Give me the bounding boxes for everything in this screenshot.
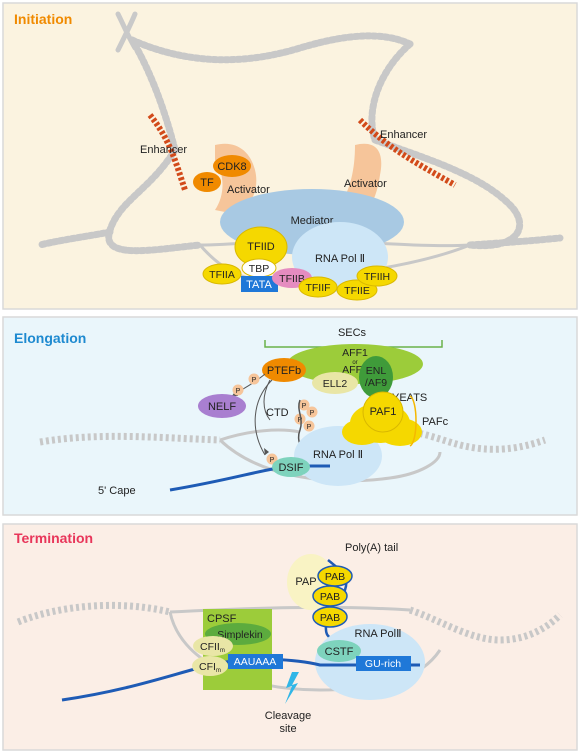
cfi-sub: m	[216, 668, 221, 674]
paf1-label: PAF1	[370, 406, 397, 418]
cleavage-bolt-icon	[285, 672, 299, 704]
enhancer-left-label: Enhancer	[140, 144, 187, 156]
pab-node-2	[312, 585, 348, 607]
pab-node-3	[312, 606, 348, 628]
p-circle-3: P	[302, 403, 307, 410]
svg-text:CFIIm: CFIIm	[200, 641, 225, 654]
elongation-panel-bg	[2, 316, 578, 516]
pab-label-1: PAB	[325, 571, 345, 583]
enhancer-dna-left	[147, 113, 188, 191]
cfi-node	[192, 656, 228, 676]
tata-box	[241, 276, 278, 292]
enhancer-right-label: Enhancer	[380, 129, 427, 141]
termination-title: Termination	[14, 530, 93, 546]
cstf-label: CSTF	[325, 646, 354, 658]
polya-label: Poly(A) tail	[345, 542, 398, 554]
tf-node	[193, 172, 221, 192]
elongation-title: Elongation	[14, 330, 86, 346]
cstf-node	[317, 640, 361, 662]
pafc-bracket	[409, 395, 417, 447]
tf-label: TF	[200, 177, 214, 189]
ell2-node	[312, 372, 358, 394]
cfi-label: CFI	[199, 661, 216, 673]
cdk8-node	[213, 155, 251, 177]
nelf-node	[198, 394, 246, 418]
rna-pol-label: RNA Pol Ⅱ	[315, 253, 365, 265]
cfii-sub: m	[220, 648, 225, 654]
pafc-label: PAFc	[422, 416, 449, 428]
tfiib-label: TFIIB	[279, 273, 305, 285]
cleavage-label: Cleavage	[265, 710, 311, 722]
pab-label-3: PAB	[320, 612, 340, 624]
enl-label: ENL	[366, 365, 387, 377]
tbp-label: TBP	[249, 263, 269, 275]
p-circle-2: P	[236, 388, 241, 395]
nelf-label: NELF	[208, 401, 236, 413]
tfiih-node	[356, 265, 398, 287]
aff1-label: AFF1	[342, 347, 368, 359]
tfiih-label: TFIIH	[364, 271, 390, 283]
yeats-label: YEATS	[392, 392, 427, 404]
termination-panel-bg	[2, 523, 578, 751]
site-label: site	[279, 723, 296, 735]
p-circle-7: P	[270, 457, 275, 464]
cdk8-label: CDK8	[217, 161, 246, 173]
tfiif-label: TFIIF	[305, 282, 330, 294]
tfiie-label: TFIIE	[344, 285, 370, 297]
ptefb-label: PTEFb	[267, 365, 301, 377]
activator-right-label: Activator	[344, 178, 387, 190]
p-circle-1: P	[252, 377, 257, 384]
gu-rich-label: GU-rich	[365, 658, 401, 670]
ell2-label: ELL2	[323, 378, 348, 390]
pap-label: PAP	[295, 576, 316, 588]
tfiid-label: TFIID	[247, 241, 275, 253]
p-circle-4: P	[310, 410, 315, 417]
pafc-complex	[342, 391, 422, 446]
cpsf-label: CPSF	[207, 613, 237, 625]
tfiif-node	[298, 276, 338, 298]
arrow-ptefb-dsif	[254, 379, 273, 456]
aauaaa-box	[228, 654, 283, 669]
mediator-label: Mediator	[291, 215, 334, 227]
or-label: or	[352, 360, 357, 366]
simplekin-label: Simplekin	[217, 629, 263, 641]
tfiia-label: TFIIA	[209, 269, 235, 281]
tata-label: TATA	[246, 279, 272, 291]
termination-panel: Termination PAP Poly(A) tail PAB PAB PAB…	[2, 523, 578, 751]
cfii-label: CFII	[200, 641, 220, 653]
dna-loop	[36, 32, 564, 284]
enl-node	[359, 356, 393, 398]
cape-label: 5' Cape	[98, 485, 136, 497]
p-circle-6: P	[307, 424, 312, 431]
dsif-node	[272, 457, 310, 477]
aauaaa-label: AAUAAA	[234, 656, 277, 668]
activator-left-label: Activator	[227, 184, 270, 196]
rna-pol-label-term: RNA PolⅡ	[355, 628, 402, 640]
svg-text:CFIm: CFIm	[199, 661, 221, 674]
af9-label: /AF9	[365, 377, 387, 389]
ptefb-node	[262, 358, 306, 382]
tfiia-node	[202, 263, 242, 285]
initiation-panel: Initiation Enhancer Enhancer Activator A…	[2, 2, 578, 310]
initiation-title: Initiation	[14, 11, 72, 27]
dsif-label: DSIF	[278, 462, 303, 474]
ctd-label: CTD	[266, 407, 289, 419]
rna-pol-label-elong: RNA Pol Ⅱ	[313, 449, 363, 461]
pab-label-2: PAB	[320, 591, 340, 603]
elongation-panel: Elongation SECs AFF1 or AFF4 ELL2 ENL /A…	[2, 316, 578, 516]
secs-label: SECs	[338, 327, 367, 339]
gu-rich-box	[356, 656, 411, 671]
cfii-node	[193, 636, 233, 656]
